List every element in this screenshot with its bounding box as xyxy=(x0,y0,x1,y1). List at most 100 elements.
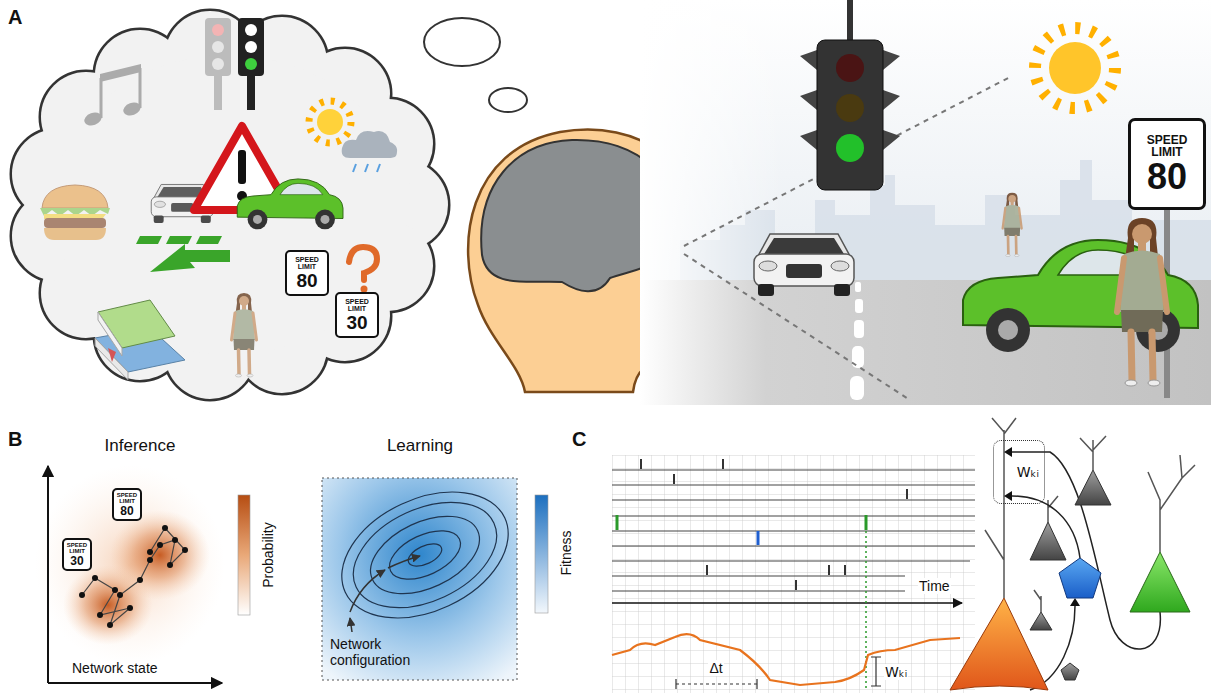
synapse-box: Wₖᵢ xyxy=(993,440,1045,504)
neurons xyxy=(1012,452,1160,649)
inference-plot xyxy=(172,537,178,543)
spike-raster xyxy=(617,515,866,530)
inference-plot xyxy=(48,468,222,683)
street-scene xyxy=(855,299,863,313)
woman-far xyxy=(1003,193,1022,257)
sign-heading: SPEED LIMIT xyxy=(1147,134,1188,158)
road-arrow xyxy=(136,236,222,244)
inference-plot xyxy=(167,562,173,568)
sign-number: 80 xyxy=(1147,159,1187,195)
speed-sign: SPEED LIMIT80 xyxy=(112,488,142,521)
inference-plot xyxy=(182,547,188,553)
panel-letter: A xyxy=(8,6,22,29)
learning-plot xyxy=(322,467,548,680)
street-scene xyxy=(850,376,864,400)
sight-lines xyxy=(684,76,1012,246)
sun xyxy=(1035,28,1115,108)
weight-label: Wₖᵢ xyxy=(1017,464,1039,480)
neurons xyxy=(950,598,1048,690)
traffic-lights-thought xyxy=(245,58,257,70)
axis-label: Network configuration xyxy=(330,636,438,668)
learning-plot xyxy=(350,618,352,632)
panel-letter: C xyxy=(572,428,586,451)
spike-raster xyxy=(612,634,960,685)
learning-plot xyxy=(535,495,548,613)
road-arrow xyxy=(150,244,230,272)
burger xyxy=(44,228,106,240)
traffic-lights-thought xyxy=(247,76,255,110)
traffic-light xyxy=(836,134,864,162)
sign-heading: SPEED LIMIT xyxy=(117,492,137,504)
spike-raster xyxy=(612,602,962,604)
spike-raster xyxy=(612,455,975,693)
learning-plot xyxy=(322,467,529,643)
inference-plot xyxy=(82,528,185,625)
spike-raster xyxy=(612,455,975,693)
inference-plot xyxy=(137,577,143,583)
street-scene xyxy=(850,282,864,400)
inference-plot xyxy=(127,605,133,611)
inference-plot xyxy=(112,587,118,593)
neurons xyxy=(1075,470,1111,505)
sun-thought xyxy=(309,101,351,143)
spike-raster xyxy=(612,470,975,591)
inference-plot xyxy=(92,575,98,581)
street-scene xyxy=(855,282,861,292)
learning-plot xyxy=(388,556,420,568)
spike-raster xyxy=(871,657,881,686)
inference-plot xyxy=(47,466,49,683)
interval-label: Δt xyxy=(708,660,723,676)
traffic-light xyxy=(817,40,883,190)
neurons xyxy=(950,418,1195,690)
thought-cloud xyxy=(489,88,527,112)
burger xyxy=(42,185,108,208)
warning-sign xyxy=(238,150,246,184)
sign-number: 80 xyxy=(296,271,317,290)
question-mark xyxy=(349,247,377,293)
sign-number: 80 xyxy=(120,505,133,517)
books xyxy=(95,300,185,380)
thought-cloud xyxy=(12,11,527,399)
neurons xyxy=(1030,522,1066,560)
neurons xyxy=(1061,663,1079,680)
woman-thought xyxy=(232,293,257,377)
question-mark xyxy=(349,247,377,280)
green-car-thought xyxy=(237,179,343,229)
traffic-light xyxy=(836,94,864,122)
books xyxy=(108,348,116,362)
burger xyxy=(40,185,110,240)
neurons xyxy=(1148,455,1195,552)
traffic-lights-thought xyxy=(205,18,231,76)
panel-letter: B xyxy=(8,428,22,451)
learning-plot xyxy=(350,570,385,612)
sun xyxy=(1049,42,1101,94)
traffic-lights-thought xyxy=(212,58,224,70)
inference-plot xyxy=(35,465,250,683)
sun xyxy=(1035,28,1115,108)
music-note xyxy=(100,64,141,82)
speed-sign: SPEED LIMIT30 xyxy=(335,292,379,338)
traffic-lights-thought xyxy=(214,76,222,110)
neurons xyxy=(985,418,1016,598)
traffic-light xyxy=(847,0,853,40)
sun-thought xyxy=(309,101,351,143)
speed-sign: SPEED LIMIT30 xyxy=(62,538,92,571)
inference-plot xyxy=(162,525,168,531)
thought-cloud xyxy=(12,11,448,399)
music-note xyxy=(82,110,103,127)
woman-near xyxy=(1117,218,1167,386)
inference-plot xyxy=(147,557,153,563)
traffic-lights-thought xyxy=(212,24,224,36)
learning-plot xyxy=(382,521,468,589)
sign-heading: SPEED LIMIT xyxy=(67,542,87,554)
speed-sign: SPEED LIMIT80 xyxy=(1128,118,1206,210)
neurons xyxy=(1030,612,1052,630)
speed-sign: SPEED LIMIT80 xyxy=(285,250,329,296)
inference-plot xyxy=(97,612,103,618)
street-scene xyxy=(854,320,864,338)
learning-plot xyxy=(405,539,445,571)
traffic-lights-thought xyxy=(205,18,264,110)
axis-label: Network state xyxy=(72,660,158,676)
